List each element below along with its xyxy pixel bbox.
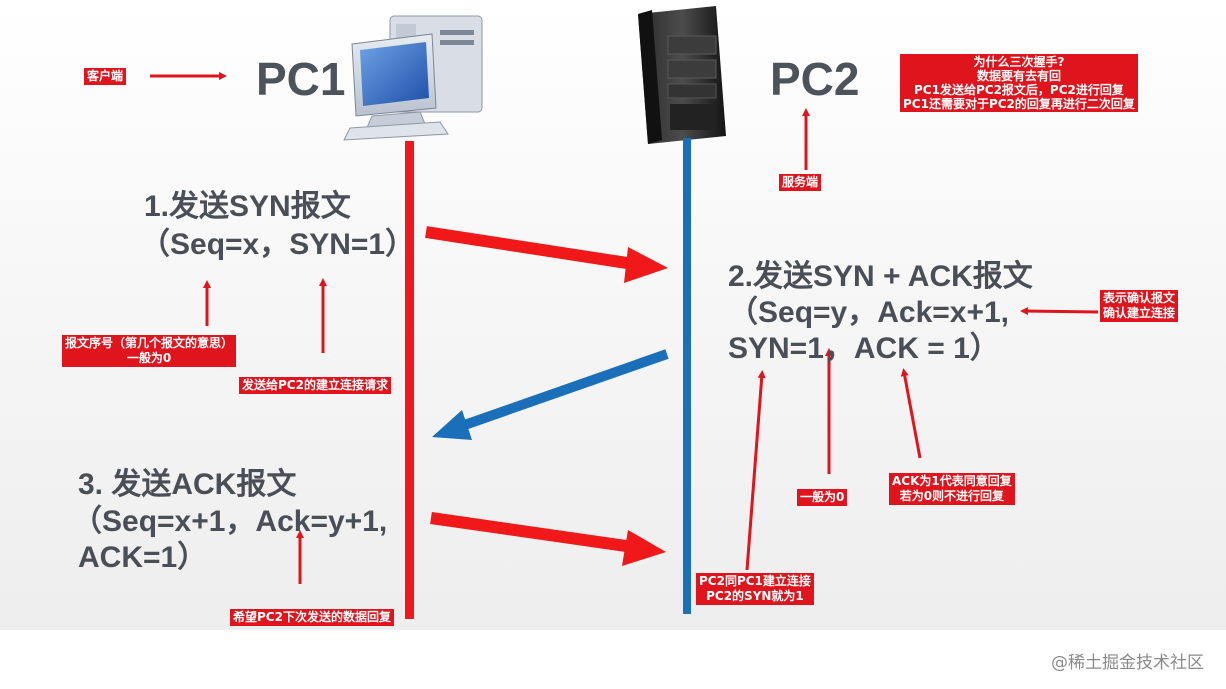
note-server: 服务端 [779,174,822,191]
syn-arrow [425,226,668,283]
step2-fields-1: （Seq=y，Ack=x+1, [728,296,1010,329]
note-seq-meaning: 报文序号（第几个报文的意思） 一般为0 [62,335,237,367]
pc1-label: PC1 [256,53,346,105]
note-why-three-way: 为什么三次握手? 数据要有去有回 PC1发送给PC2报文后，PC2进行回复 PC… [900,54,1138,112]
pc2-label: PC2 [770,53,860,105]
note-pc2-line: PC2的SYN就为1 [706,589,804,603]
step1-title: 1.发送SYN报文 [144,190,351,223]
step2-title: 2.发送SYN + ACK报文 [728,260,1033,293]
note-pc2-line: PC2同PC1建立连接 [699,574,811,588]
note-hope-reply: 希望PC2下次发送的数据回复 [230,609,394,626]
step3-title: 3. 发送ACK报文 [78,468,297,501]
step2-fields-2: SYN=1，ACK = 1） [728,332,1000,365]
pc1-timeline [405,141,414,619]
ack-arrow [430,512,666,566]
step1-fields: （Seq=x，SYN=1） [140,228,416,261]
note-client: 客户端 [84,68,127,85]
note-seq-line: 一般为0 [126,351,172,365]
step3-fields-1: （Seq=x+1，Ack=y+1, [72,505,388,538]
note-ack-meaning: ACK为1代表同意回复 若为0则不进行回复 [889,473,1015,505]
note-confirm: 表示确认报文 确认建立连接 [1100,290,1179,322]
pc2-timeline [683,138,691,614]
note-why-line: PC1还需要对于PC2的回复再进行二次回复 [903,97,1135,111]
note-ack-line: 若为0则不进行回复 [899,489,1005,503]
note-pc2-syn: PC2同PC1建立连接 PC2的SYN就为1 [696,573,814,605]
note-why-line: PC1发送给PC2报文后，PC2进行回复 [914,83,1124,97]
syn-ack-arrow [432,349,669,440]
desktop-computer-icon [343,15,483,141]
note-general-zero: 一般为0 [797,489,848,506]
note-why-line: 数据要有去有回 [976,69,1061,83]
note-ack-line: ACK为1代表同意回复 [892,474,1012,488]
note-seq-line: 报文序号（第几个报文的意思） [65,336,234,350]
annotation-pointers [150,72,1099,584]
server-tower-icon [638,6,726,144]
bottom-margin [0,630,1226,689]
step3-fields-2: ACK=1） [78,541,208,574]
note-confirm-line: 表示确认报文 [1103,291,1176,305]
watermark: @稀土掘金技术社区 [1051,653,1204,673]
note-send-request: 发送给PC2的建立连接请求 [239,377,391,394]
note-confirm-line: 确认建立连接 [1103,306,1176,320]
note-why-line: 为什么三次握手? [973,55,1065,69]
